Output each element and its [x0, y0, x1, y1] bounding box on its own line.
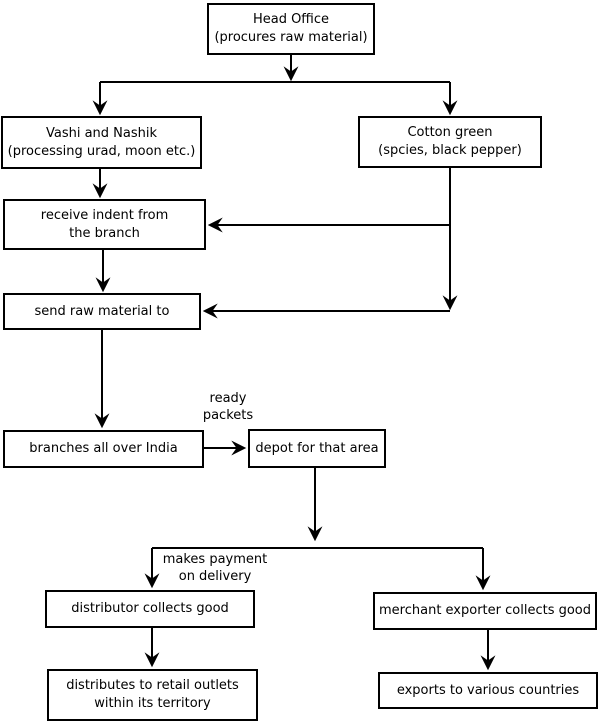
- node-head-office: Head Office (procures raw material): [207, 3, 375, 55]
- node-exports-to-various-countries: exports to various countries: [378, 672, 598, 709]
- node-send-raw-material: send raw material to: [3, 293, 201, 330]
- edge-label-makes-payment-on-delivery: makes payment on delivery: [162, 552, 268, 584]
- node-distributor-collects-good: distributor collects good: [45, 590, 255, 628]
- edge-label-ready-packets: ready packets: [202, 391, 254, 423]
- node-receive-indent: receive indent from the branch: [3, 199, 206, 250]
- node-branches-all-over-india: branches all over India: [3, 430, 204, 468]
- node-vashi-and-nashik: Vashi and Nashik (processing urad, moon …: [1, 116, 202, 169]
- node-distributes-to-retail-outlets: distributes to retail outlets within its…: [47, 669, 258, 721]
- node-merchant-exporter-collects-good: merchant exporter collects good: [373, 592, 597, 630]
- node-cotton-green: Cotton green (spcies, black pepper): [358, 116, 542, 168]
- node-depot-for-that-area: depot for that area: [248, 429, 386, 468]
